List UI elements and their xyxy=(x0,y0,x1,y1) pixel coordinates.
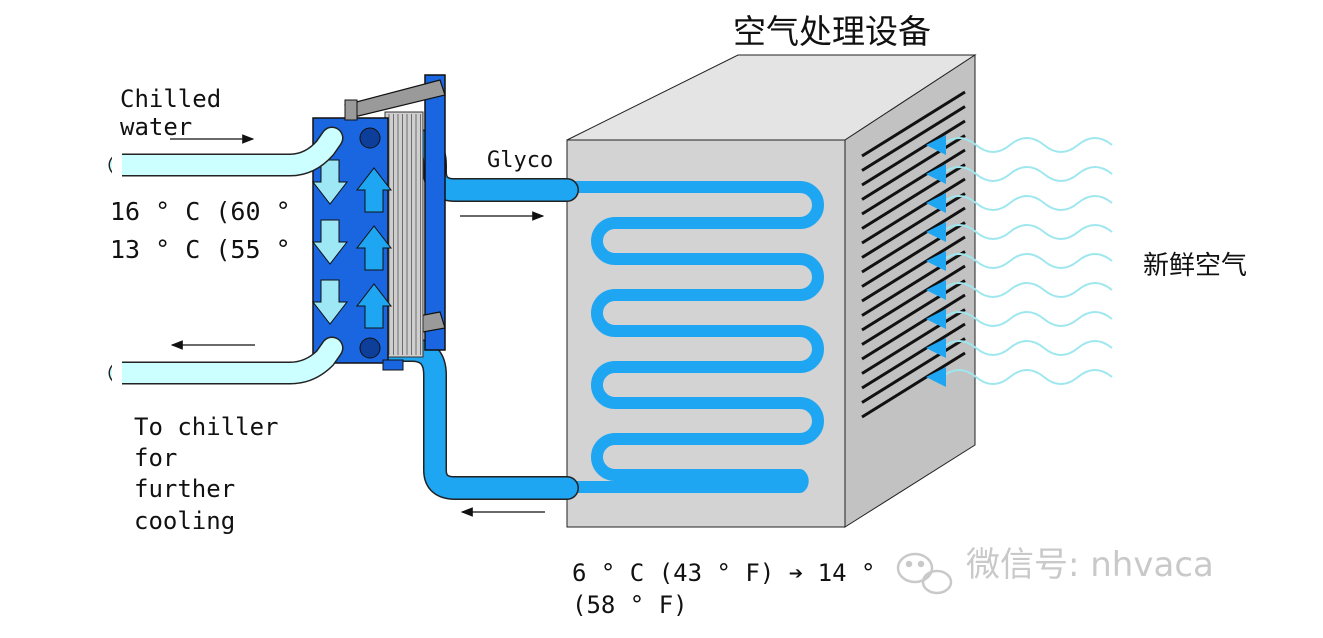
exchanger-frame-rear xyxy=(424,74,446,351)
glycol-label: Glyco xyxy=(487,148,554,173)
fresh-air-label: 新鲜空气 xyxy=(1143,251,1248,281)
fresh-air-waves xyxy=(926,135,1113,387)
louver-slat xyxy=(861,293,966,361)
louver-slat xyxy=(861,134,966,201)
louver-slat xyxy=(861,322,966,390)
air-flow-wave xyxy=(926,193,1113,213)
glycol-coil xyxy=(567,181,824,493)
air-flow-wave xyxy=(926,222,1113,242)
louver-slat xyxy=(861,148,966,216)
louver-slat xyxy=(861,90,966,158)
glycol-return-pipe xyxy=(358,338,579,500)
louver-slat xyxy=(861,105,966,172)
chilled-water-label: Chilled water xyxy=(120,85,222,142)
unit-louvers xyxy=(861,90,966,419)
air-flow-wave xyxy=(926,338,1113,358)
louver-slat xyxy=(861,264,966,332)
air-flow-wave xyxy=(926,135,1113,155)
down-flow-arrows xyxy=(311,159,349,325)
plate-heat-exchanger xyxy=(311,74,446,371)
port-top-right xyxy=(359,127,381,149)
port-bottom-right xyxy=(359,337,381,359)
air-flow-wave xyxy=(926,280,1113,300)
louver-slat xyxy=(861,279,966,346)
louver-slat xyxy=(861,177,966,245)
louver-slat xyxy=(861,337,966,404)
louver-slat xyxy=(861,250,966,317)
glycol-temp-range: 6 ° C (43 ° F) ➔ 14 ° xyxy=(572,559,876,587)
louver-slat xyxy=(861,119,966,187)
up-flow-arrows xyxy=(355,167,393,329)
louver-slat xyxy=(861,351,966,419)
water-outlet-temp: 13 ° C (55 ° xyxy=(110,235,291,264)
louver-slat xyxy=(861,163,966,230)
louver-slat xyxy=(861,192,966,259)
exchanger-plates xyxy=(384,111,424,358)
air-flow-wave xyxy=(926,251,1113,271)
air-flow-wave xyxy=(926,367,1113,387)
to-chiller-label: To chiller for further cooling xyxy=(134,413,279,535)
louver-slat xyxy=(861,235,966,303)
louver-slat xyxy=(861,308,966,375)
watermark: 微信号: nhvaca xyxy=(966,545,1214,585)
glycol-temp-range-cont: (58 ° F) xyxy=(572,591,688,619)
louver-slat xyxy=(861,206,966,274)
air-flow-wave xyxy=(926,164,1113,184)
unit-title: 空气处理设备 xyxy=(733,12,931,51)
air-flow-wave xyxy=(926,309,1113,329)
wechat-icon xyxy=(896,552,953,595)
water-inlet-temp: 16 ° C (60 ° xyxy=(110,197,291,226)
louver-slat xyxy=(861,221,966,288)
